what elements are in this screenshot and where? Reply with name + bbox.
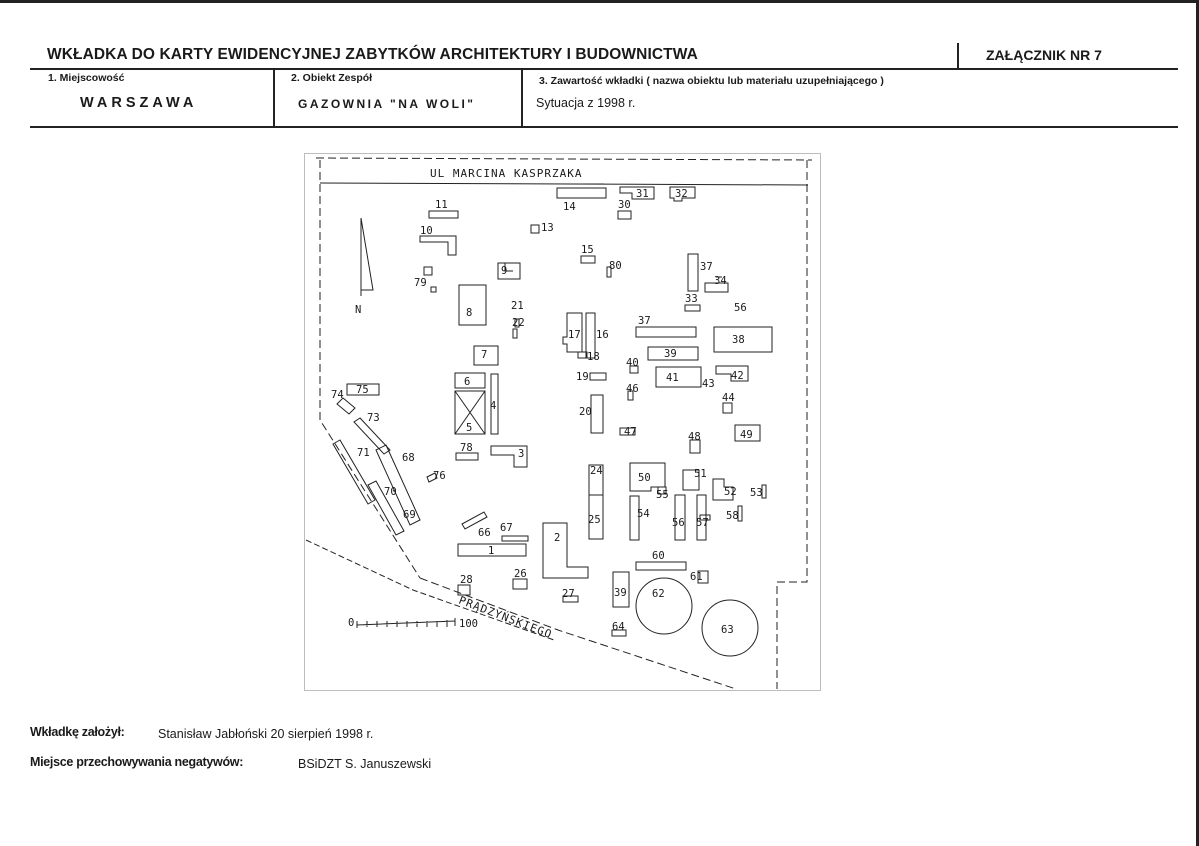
building-number: 9	[501, 265, 507, 277]
building-number: 16	[596, 329, 609, 341]
field-divider-1	[273, 68, 275, 127]
building-number: 63	[721, 624, 734, 636]
building-number: 50	[638, 472, 651, 484]
building-number: 74	[331, 389, 344, 401]
building-number: 68	[402, 452, 415, 464]
building-number: 8	[466, 307, 472, 319]
building-number: 19	[576, 371, 589, 383]
building-number: 53	[750, 487, 763, 499]
building-number: 43	[702, 378, 715, 390]
building-number: 75	[356, 384, 369, 396]
building-number: 39	[614, 587, 627, 599]
object-value: GAZOWNIA "NA WOLI"	[298, 97, 476, 111]
building-number: 30	[618, 199, 631, 211]
building-number: 7	[481, 349, 487, 361]
building-number: 70	[384, 486, 397, 498]
building-number: 11	[435, 199, 448, 211]
field-divider-2	[521, 68, 523, 127]
site-plan-map: UL MARCINA KASPRZAKA PRĄDZYŃSKIEGO N 0 1…	[305, 157, 813, 689]
building-number: 73	[367, 412, 380, 424]
locality-value: WARSZAWA	[80, 95, 198, 111]
header-rule	[30, 68, 1178, 70]
building-number: 71	[357, 447, 370, 459]
building-number: 58	[726, 510, 739, 522]
building-number: 62	[652, 588, 665, 600]
building-number: 10	[420, 225, 433, 237]
fields-rule	[30, 126, 1178, 128]
building-number: 64	[612, 621, 625, 633]
building-number: 21	[511, 300, 524, 312]
header-divider	[957, 43, 959, 70]
building-number: 78	[460, 442, 473, 454]
card-title: WKŁADKA DO KARTY EWIDENCYJNEJ ZABYTKÓW A…	[47, 46, 698, 63]
map-frame	[304, 153, 821, 691]
object-label: 2. Obiekt Zespół	[291, 72, 373, 84]
building-number: 57	[696, 517, 709, 529]
building-number: 46	[626, 383, 639, 395]
building-number: 69	[403, 509, 416, 521]
building-number: 37	[700, 261, 713, 273]
building-number: 3	[518, 448, 524, 460]
building-number: 56	[734, 302, 747, 314]
scan-edge-right	[1196, 0, 1199, 846]
building-numbers: 1 2 3 4 5 6 7 8 9 10 11 13 14 15 16 17 1…	[331, 188, 763, 636]
street-top-label: UL MARCINA KASPRZAKA	[430, 167, 582, 180]
building-number: 4	[490, 400, 496, 412]
building-number: 31	[636, 188, 649, 200]
building-number: 26	[514, 568, 527, 580]
building-number: 39	[664, 348, 677, 360]
building-number: 42	[731, 370, 744, 382]
building-number: 76	[433, 470, 446, 482]
author-value: Stanisław Jabłoński 20 sierpień 1998 r.	[158, 727, 374, 741]
building-number: 5	[466, 422, 472, 434]
building-number: 6	[464, 376, 470, 388]
building-number: 1	[488, 545, 494, 557]
building-number: 40	[626, 357, 639, 369]
building-number: 56	[672, 517, 685, 529]
building-number: 25	[588, 514, 601, 526]
building-number: 18	[587, 351, 600, 363]
scale-end: 100	[459, 618, 478, 630]
locality-label: 1. Miejscowość	[48, 72, 125, 84]
north-label: N	[355, 304, 361, 316]
negatives-storage-label: Miejsce przechowywania negatywów:	[30, 755, 244, 769]
building-number: 13	[541, 222, 554, 234]
building-number: 60	[652, 550, 665, 562]
building-number: 49	[740, 429, 753, 441]
building-number: 52	[724, 486, 737, 498]
building-number: 20	[579, 406, 592, 418]
building-number: 2	[554, 532, 560, 544]
building-number: 34	[714, 275, 727, 287]
building-number: 15	[581, 244, 594, 256]
building-number: 28	[460, 574, 473, 586]
building-number: 51	[694, 468, 707, 480]
building-number: 24	[590, 465, 603, 477]
building-number: 37	[638, 315, 651, 327]
building-number: 47	[624, 426, 637, 438]
negatives-storage-value: BSiDZT S. Januszewski	[298, 757, 432, 771]
building-number: 44	[722, 392, 735, 404]
scale-start: 0	[348, 617, 354, 629]
building-number: 79	[414, 277, 427, 289]
building-number: 32	[675, 188, 688, 200]
building-number: 38	[732, 334, 745, 346]
author-label: Wkładkę założył:	[30, 725, 125, 739]
annex-number: ZAŁĄCZNIK NR 7	[986, 47, 1102, 63]
building-number: 33	[685, 293, 698, 305]
content-label: 3. Zawartość wkładki ( nazwa obiektu lub…	[539, 75, 884, 87]
building-number: 67	[500, 522, 513, 534]
scan-edge-top	[0, 0, 1199, 3]
building-number: 55	[656, 489, 669, 501]
building-number: 22	[512, 317, 525, 329]
building-number: 14	[563, 201, 576, 213]
building-number: 48	[688, 431, 701, 443]
building-number: 54	[637, 508, 650, 520]
building-number: 66	[478, 527, 491, 539]
content-value: Sytuacja z 1998 r.	[536, 96, 636, 110]
building-number: 61	[690, 571, 703, 583]
building-number: 17	[568, 329, 581, 341]
building-number: 80	[609, 260, 622, 272]
building-number: 41	[666, 372, 679, 384]
building-number: 27	[562, 588, 575, 600]
